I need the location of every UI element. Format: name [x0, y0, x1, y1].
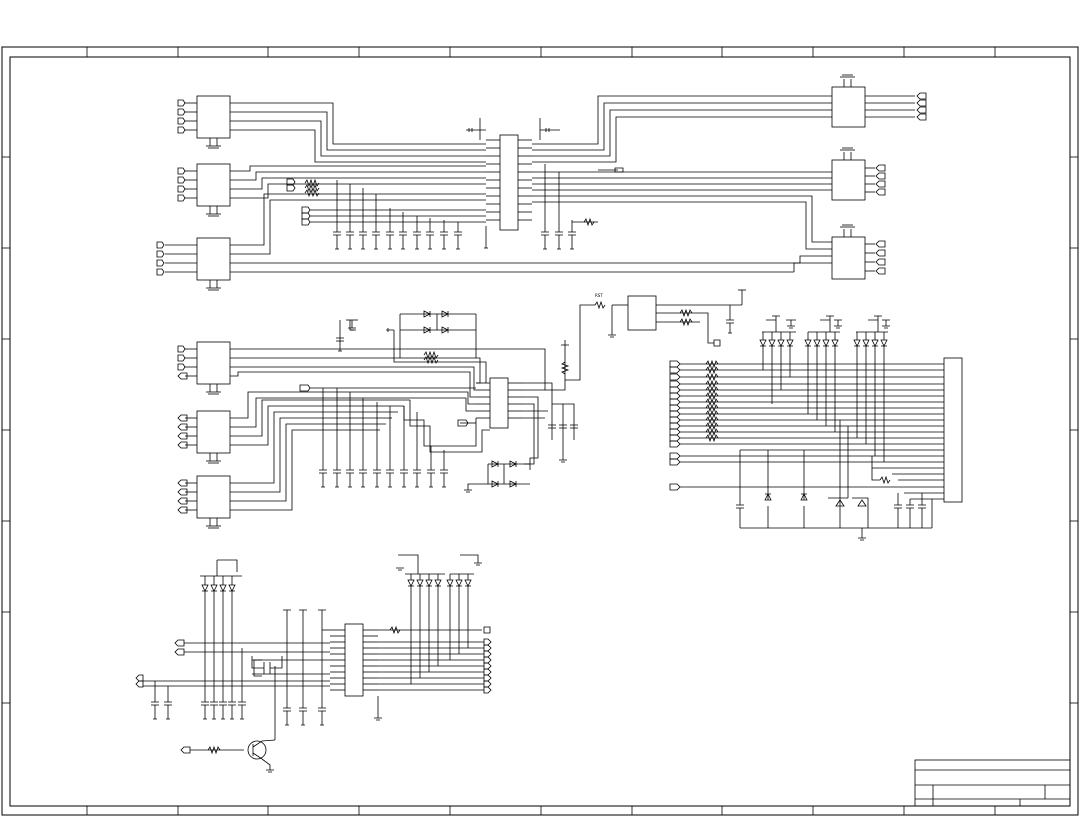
reset-resistor-label: RST [595, 293, 603, 298]
ic-main-middle [476, 377, 522, 429]
ic-u9 [177, 475, 231, 529]
ic-u6 [831, 224, 886, 280]
ic-u7 [177, 341, 231, 395]
tvs-diode-arrays [759, 315, 890, 462]
top-wiring [230, 95, 832, 273]
ic-u3 [156, 237, 231, 291]
ic-u4 [831, 74, 927, 128]
middle-diodes [423, 310, 517, 488]
frame-zone-ticks-top [86, 47, 996, 57]
ic-main-top [486, 134, 532, 231]
frame-zone-ticks-left [2, 156, 10, 704]
middle-resistors [423, 350, 570, 375]
bottom-right-wiring [378, 554, 492, 694]
title-block [914, 759, 1071, 807]
ic-reset: RST [594, 289, 746, 347]
ic-u1 [177, 95, 231, 149]
right-connector [669, 357, 963, 503]
connector-resistor-bank [705, 359, 891, 485]
middle-capacitors [319, 319, 578, 493]
top-capacitor-row [333, 128, 576, 250]
ic-main-bottom [330, 623, 378, 697]
frame-zone-ticks-bottom [86, 806, 996, 815]
sheet-frame [1, 46, 1079, 816]
ic-u8 [177, 410, 231, 464]
ic-u5 [831, 147, 886, 201]
ic-u2 [177, 163, 231, 217]
bottom-left-wiring [135, 559, 382, 773]
middle-wiring [230, 304, 595, 511]
top-resistors [286, 178, 595, 227]
frame-zone-ticks-right [1070, 156, 1078, 704]
connector-lower-components [736, 420, 933, 541]
